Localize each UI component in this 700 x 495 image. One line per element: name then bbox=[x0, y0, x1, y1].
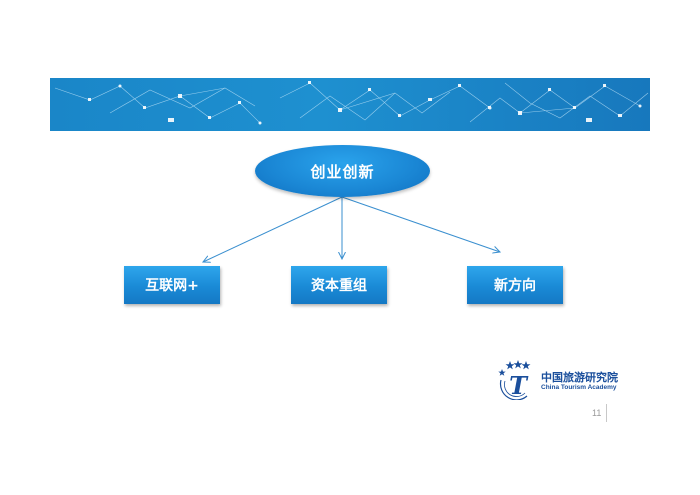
arrow-to-internet-plus bbox=[203, 196, 343, 262]
arrow-to-new-direction bbox=[341, 196, 500, 252]
child-node-label: 新方向 bbox=[494, 278, 536, 294]
child-node-label: 资本重组 bbox=[311, 278, 367, 294]
svg-text:T: T bbox=[509, 371, 529, 400]
logo-name-en: China Tourism Academy bbox=[541, 384, 617, 391]
page-divider bbox=[606, 404, 607, 422]
root-node-label: 创业创新 bbox=[310, 162, 375, 181]
child-node-internet-plus: 互联网+ bbox=[124, 266, 220, 304]
child-node-new-direction: 新方向 bbox=[467, 266, 563, 304]
logo-name-cn: 中国旅游研究院 bbox=[541, 371, 618, 384]
page-number: 11 bbox=[592, 408, 602, 418]
organization-logo: T 中国旅游研究院 China Tourism Academy bbox=[497, 360, 627, 400]
child-node-label: 互联网+ bbox=[145, 278, 199, 294]
header-banner bbox=[50, 78, 650, 131]
child-node-capital-restructuring: 资本重组 bbox=[291, 266, 387, 304]
root-node: 创业创新 bbox=[255, 145, 430, 197]
network-pattern bbox=[54, 81, 649, 125]
logo-mark-icon: T bbox=[498, 360, 531, 400]
